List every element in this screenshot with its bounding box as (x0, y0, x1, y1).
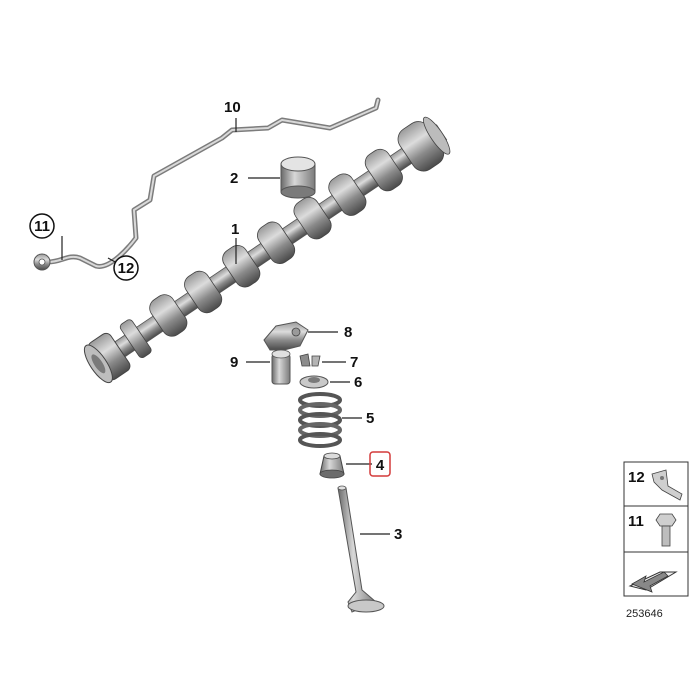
callout-4-highlight (369, 451, 391, 477)
callout-7: 7 (350, 354, 358, 371)
valve-spring (298, 392, 342, 448)
rocker-arm (263, 321, 309, 351)
spring-retainer (299, 375, 329, 389)
banjo-bolt-icon (655, 513, 677, 547)
valve (337, 485, 385, 613)
callout-12: 12 (118, 260, 135, 277)
callout-11-circle (29, 213, 55, 239)
callout-9: 9 (230, 354, 238, 371)
camshaft (83, 116, 451, 384)
callout-5: 5 (366, 410, 374, 427)
callout-4: 4 (376, 457, 385, 474)
diagram-number: 253646 (626, 608, 663, 620)
fastener-legend: 12 11 (623, 461, 689, 597)
callout-6: 6 (354, 374, 362, 391)
valve-stem-seal (319, 452, 345, 479)
lash-adjuster (271, 349, 291, 385)
valve-keepers (299, 353, 321, 367)
clip-bracket-icon (651, 469, 683, 501)
legend-label-12: 12 (628, 469, 645, 486)
callout-11: 11 (34, 218, 50, 235)
arrow-plate-icon (628, 571, 678, 593)
bucket-tappet (280, 156, 316, 199)
callout-10: 10 (224, 99, 241, 116)
callout-3: 3 (394, 526, 402, 543)
oil-pipe (33, 97, 381, 271)
callout-2: 2 (230, 170, 238, 187)
callout-12-circle (113, 255, 139, 281)
callout-8: 8 (344, 324, 352, 341)
callout-1: 1 (231, 221, 239, 238)
legend-label-11: 11 (628, 513, 644, 530)
